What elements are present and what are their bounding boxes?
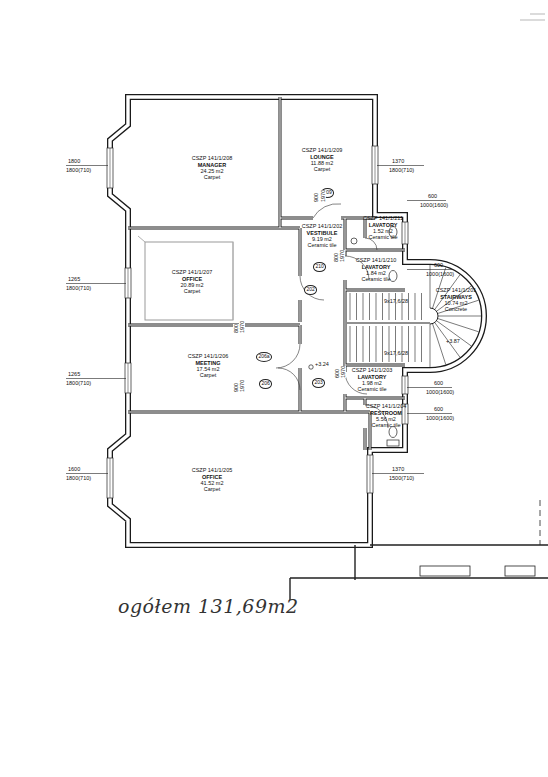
room-name: RESTROOM — [366, 410, 407, 416]
room-code: CSZP 141/1/201 — [436, 287, 477, 293]
room-name: LOUNGE — [302, 154, 343, 160]
window-dimension: 600 — [434, 406, 443, 412]
room-code: CSZP 141/1/207 — [172, 269, 213, 275]
handwritten-note: ogółem 131,69m2 — [118, 596, 299, 617]
door-number: 206a — [256, 352, 272, 362]
room-name: VESTIBULE — [302, 230, 343, 236]
room-label: CSZP 141/1/211LAVATORY1.52 m2Ceramic til… — [362, 214, 404, 241]
room-label: CSZP 141/1/203LAVATORY1.98 m2Ceramic til… — [351, 366, 394, 393]
room-area: 41.52 m2 — [192, 480, 233, 486]
floor-finish: Ceramic tile — [363, 234, 403, 240]
floor-finish: Carpet — [172, 288, 213, 294]
room-label: CSZP 141/1/210LAVATORY1.84 m2Ceramic til… — [355, 256, 398, 283]
door-dimension: 1970 — [320, 190, 326, 202]
room-code: CSZP 141/1/205 — [192, 467, 233, 473]
window-dimension: 1800(710) — [66, 285, 91, 291]
room-area: 17.54 m2 — [188, 366, 229, 372]
room-label: CSZP 141/1/201STAIRWAYS10.74 m2Concrete — [435, 286, 478, 313]
room-label: CSZP 141/1/209LOUNGE11.88 m2Carpet — [301, 146, 344, 173]
window-dimension: 1370 — [392, 158, 404, 164]
room-name: LAVATORY — [363, 222, 403, 228]
door-number: 210 — [313, 262, 326, 272]
room-name: MEETING — [188, 360, 229, 366]
floor-finish: Ceramic tile — [352, 386, 393, 392]
room-area: 9.19 m2 — [302, 236, 343, 242]
window-dimension: 600 — [434, 262, 443, 268]
room-name: LAVATORY — [352, 374, 393, 380]
room-code: CSZP 141/1/203 — [352, 367, 393, 373]
window-dimension: 1000(1600) — [426, 271, 454, 277]
door-number: 203 — [312, 378, 325, 388]
window-dimension: 1800(710) — [389, 167, 414, 173]
room-code: CSZP 141/1/210 — [356, 257, 397, 263]
room-area: 1.84 m2 — [356, 270, 397, 276]
room-area: 1.52 m2 — [363, 228, 403, 234]
window-dimension: 1800(710) — [66, 475, 91, 481]
level-mark: +3.24 — [315, 361, 329, 367]
floor-finish: Carpet — [188, 372, 229, 378]
room-area: 10.74 m2 — [436, 300, 477, 306]
stair-dimension: 9x17,6/28 — [384, 350, 408, 356]
room-code: CSZP 141/1/211 — [363, 215, 403, 221]
room-label: CSZP 141/1/206MEETING17.54 m2Carpet — [187, 352, 230, 379]
door-dimension: 900 — [313, 193, 319, 202]
floor-finish: Ceramic tile — [356, 276, 397, 282]
window-dimension: 1000(1600) — [420, 202, 448, 208]
window-dimension: 1800 — [68, 158, 80, 164]
window-dimension: 1265 — [68, 371, 80, 377]
room-area: 1.98 m2 — [352, 380, 393, 386]
room-name: OFFICE — [192, 474, 233, 480]
window-dimension: 1800(710) — [66, 167, 91, 173]
window-dimension: 1600 — [68, 466, 80, 472]
room-code: CSZP 141/1/209 — [302, 147, 343, 153]
floor-finish: Carpet — [192, 174, 233, 180]
floor-finish: Carpet — [302, 166, 343, 172]
window-dimension: 600 — [434, 380, 443, 386]
window-dimension: 1000(1600) — [426, 415, 454, 421]
room-label: CSZP 141/1/202VESTIBULE9.19 m2Ceramic ti… — [301, 222, 344, 249]
window-dimension: 1500(710) — [389, 475, 414, 481]
room-area: 5.56 m2 — [366, 416, 407, 422]
room-name: MANAGER — [192, 162, 233, 168]
room-name: STAIRWAYS — [436, 294, 477, 300]
floor-finish: Carpet — [192, 486, 233, 492]
room-code: CSZP 141/1/202 — [302, 223, 343, 229]
level-mark: +3.87 — [446, 338, 460, 344]
room-area: 24.25 m2 — [192, 168, 233, 174]
door-number: 202 — [304, 285, 317, 295]
room-area: 11.88 m2 — [302, 160, 343, 166]
room-code: CSZP 141/1/208 — [192, 155, 233, 161]
window-dimension: 1265 — [68, 276, 80, 282]
room-label: CSZP 141/1/204RESTROOM5.56 m2Ceramic til… — [365, 402, 408, 429]
room-label: CSZP 141/1/205OFFICE41.52 m2Carpet — [191, 466, 234, 493]
room-name: LAVATORY — [356, 264, 397, 270]
window-dimension: 1800(710) — [66, 380, 91, 386]
door-dimension: 1970 — [239, 380, 245, 392]
door-dimension: 1970 — [239, 321, 245, 333]
floor-finish: Ceramic tile — [302, 242, 343, 248]
door-dimension: 1970 — [340, 366, 346, 378]
door-number: 206 — [259, 379, 272, 389]
window-dimension: 1000(1600) — [426, 389, 454, 395]
window-dimension: 600 — [428, 193, 437, 199]
room-code: CSZP 141/1/204 — [366, 403, 407, 409]
floor-finish: Concrete — [436, 306, 477, 312]
room-name: OFFICE — [172, 276, 213, 282]
window-dimension: 1370 — [392, 466, 404, 472]
room-label: CSZP 141/1/207OFFICE20.89 m2Carpet — [171, 268, 214, 295]
stair-dimension: 9x17,6/28 — [384, 298, 408, 304]
room-label: CSZP 141/1/208MANAGER24.25 m2Carpet — [191, 154, 234, 181]
door-dimension: 1970 — [339, 250, 345, 262]
floor-finish: Ceramic tile — [366, 422, 407, 428]
room-code: CSZP 141/1/206 — [188, 353, 229, 359]
room-area: 20.89 m2 — [172, 282, 213, 288]
